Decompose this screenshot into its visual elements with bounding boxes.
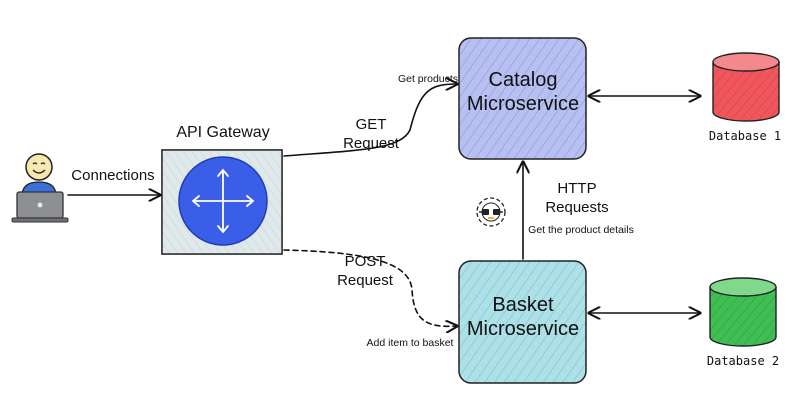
get-request-label-line1: GET	[356, 116, 387, 133]
routing-arrows-icon	[191, 168, 255, 234]
add-item-label: Add item to basket	[367, 337, 454, 349]
database-1-label: Database 1	[709, 129, 781, 143]
database-2-cylinder	[709, 277, 777, 347]
catalog-title-line2: Microservice	[467, 93, 579, 115]
get-details-label: Get the product details	[528, 224, 634, 236]
database-1-cylinder	[712, 52, 780, 122]
api-plug-gear-icon	[476, 197, 506, 227]
get-request-label-line2: Request	[343, 135, 400, 152]
laptop-icon	[11, 191, 69, 223]
basket-title-line2: Microservice	[467, 318, 579, 340]
database-2-label: Database 2	[707, 354, 779, 368]
http-requests-label-line1: HTTP	[557, 180, 596, 197]
get-request-arrow	[283, 84, 457, 157]
get-products-label: Get products	[398, 73, 458, 85]
api-gateway-node	[161, 149, 283, 255]
user-head	[25, 153, 53, 181]
connections-label: Connections	[71, 167, 154, 184]
http-requests-label-line2: Requests	[545, 199, 608, 216]
catalog-microservice-node: Catalog Microservice	[458, 37, 587, 160]
post-request-arrow	[283, 249, 457, 326]
post-request-label-line2: Request	[337, 272, 394, 289]
post-request-label-line1: POST	[345, 253, 386, 270]
gateway-title: API Gateway	[176, 124, 269, 141]
basket-microservice-node: Basket Microservice	[458, 260, 587, 384]
basket-title-line1: Basket	[492, 294, 554, 316]
user-avatar	[21, 153, 57, 197]
catalog-title-line1: Catalog	[489, 69, 558, 91]
